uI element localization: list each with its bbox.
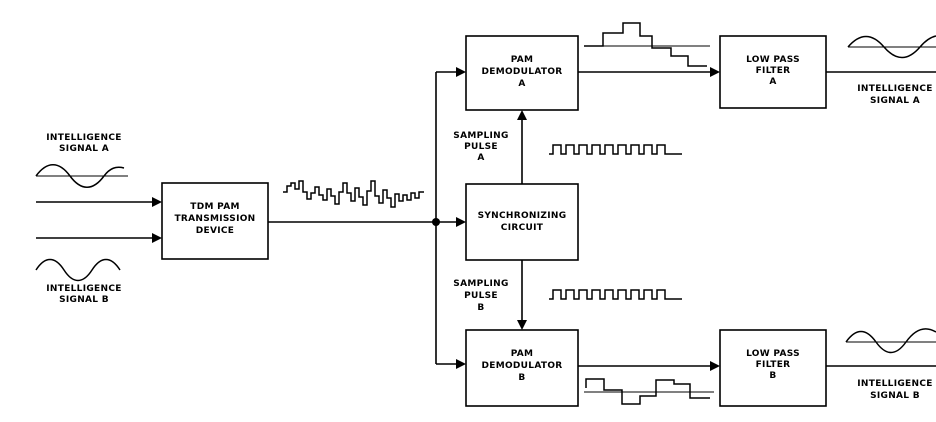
sampling-b-line1: SAMPLING xyxy=(453,279,508,289)
synchronizing-circuit-block: SYNCHRONIZING CIRCUIT xyxy=(465,183,579,261)
tdm-block-line3: DEVICE xyxy=(196,226,235,236)
input-signal-a: INTELLIGENCE SIGNAL A xyxy=(35,133,128,188)
tdm-pam-transmission-device-block: TDM PAM TRANSMISSION DEVICE xyxy=(161,182,269,260)
sampling-pulse-b: SAMPLING PULSE B xyxy=(453,279,508,313)
sampling-pulse-a: SAMPLING PULSE A xyxy=(453,131,508,163)
input-signal-b-wave xyxy=(35,258,121,282)
input-signal-a-label-line1: INTELLIGENCE xyxy=(46,133,121,143)
input-signal-b-label-line1: INTELLIGENCE xyxy=(46,284,121,294)
input-signal-b-label-line2: SIGNAL B xyxy=(59,295,109,305)
lpf-a-line1: LOW PASS xyxy=(746,55,800,65)
output-signal-b-wave xyxy=(845,328,936,354)
output-signal-a-label-line1: INTELLIGENCE xyxy=(857,84,932,94)
output-signal-a-wave xyxy=(847,35,936,59)
lpf-a-line2: FILTER xyxy=(756,66,791,76)
input-signal-a-wave xyxy=(35,164,125,188)
demod-a-staircase xyxy=(584,22,707,67)
tdm-block-line1: TDM PAM xyxy=(190,202,240,212)
sampling-a-line3: A xyxy=(477,153,484,163)
sampling-b-line3: B xyxy=(477,303,484,313)
demod-a-line2: DEMODULATOR xyxy=(481,67,562,77)
output-signal-b-label-line1: INTELLIGENCE xyxy=(857,379,932,389)
arrow-sync-to-demod-a xyxy=(517,110,527,120)
demod-b-staircase xyxy=(585,378,710,405)
input-signal-b: INTELLIGENCE SIGNAL B xyxy=(35,258,121,305)
sampling-pulse-b-train xyxy=(549,289,682,300)
demod-b-line1: PAM xyxy=(511,349,534,359)
sync-line2: CIRCUIT xyxy=(501,223,544,233)
arrow-to-sync xyxy=(456,217,466,227)
arrow-sync-to-demod-b xyxy=(517,320,527,330)
arrow-to-lpf-a xyxy=(710,67,720,77)
sampling-pulse-a-train xyxy=(549,144,682,155)
sampling-a-line2: PULSE xyxy=(464,142,498,152)
pam-demodulator-b-block: PAM DEMODULATOR B xyxy=(465,329,579,407)
lpf-a-line3: A xyxy=(769,77,776,87)
output-signal-a: INTELLIGENCE SIGNAL A xyxy=(847,35,936,106)
arrow-to-lpf-b xyxy=(710,361,720,371)
lpf-b-line2: FILTER xyxy=(756,360,791,370)
lpf-b-line1: LOW PASS xyxy=(746,349,800,359)
sampling-a-line1: SAMPLING xyxy=(453,131,508,141)
input-signal-a-label-line2: SIGNAL A xyxy=(59,144,109,154)
tdm-block-line2: TRANSMISSION xyxy=(174,214,255,224)
sampling-b-line2: PULSE xyxy=(464,291,498,301)
demod-a-line3: A xyxy=(518,79,525,89)
output-signal-b-label-line2: SIGNAL B xyxy=(870,391,920,401)
sync-line1: SYNCHRONIZING xyxy=(478,211,567,221)
low-pass-filter-a-block: LOW PASS FILTER A xyxy=(719,35,827,109)
low-pass-filter-b-block: LOW PASS FILTER B xyxy=(719,329,827,407)
pam-demodulator-a-block: PAM DEMODULATOR A xyxy=(465,35,579,111)
demod-a-line1: PAM xyxy=(511,55,534,65)
demod-b-line3: B xyxy=(518,373,525,383)
input-arrow-b xyxy=(152,233,162,243)
output-signal-b: INTELLIGENCE SIGNAL B xyxy=(845,328,936,401)
output-signal-a-label-line2: SIGNAL A xyxy=(870,96,920,106)
demod-b-line2: DEMODULATOR xyxy=(481,361,562,371)
input-arrow-a xyxy=(152,197,162,207)
lpf-b-line3: B xyxy=(769,371,776,381)
arrow-to-demod-b xyxy=(456,359,466,369)
arrow-to-demod-a xyxy=(456,67,466,77)
multiplexed-pam-waveform xyxy=(283,180,424,208)
